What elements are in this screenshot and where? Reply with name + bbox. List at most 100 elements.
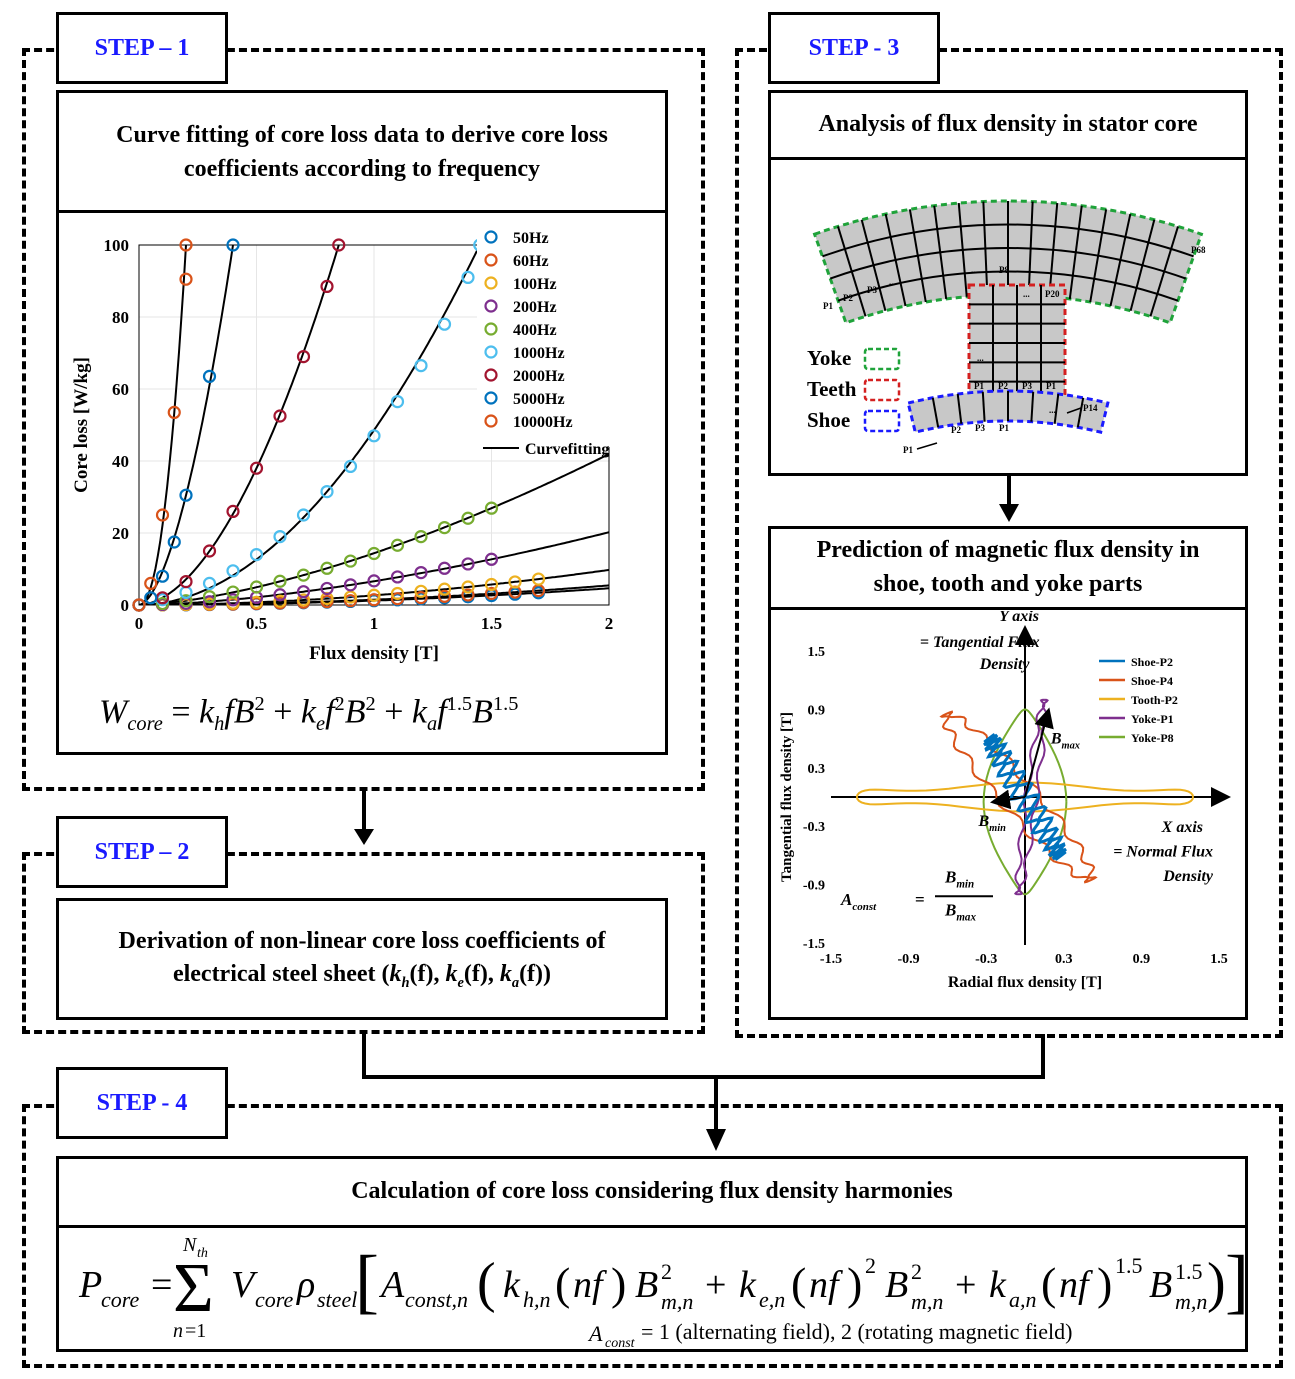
data-point [508,575,522,589]
shoe-label: P2 [951,425,961,435]
x-axis-desc: = Normal Flux [1113,844,1213,861]
shoe-pointer [1066,407,1082,414]
teeth-label: P3 [1022,381,1032,391]
legend-marker [484,368,498,382]
x-tick-label: 0.3 [1055,952,1073,967]
step3-subtitle: Prediction of magnetic flux density in s… [816,537,1200,597]
y-tick-label: 60 [112,380,129,399]
data-point [343,554,358,568]
data-point [461,580,475,594]
data-point [437,589,452,603]
legend-marker [484,345,498,359]
stator-legend-swatch [863,347,901,371]
step2-tag: STEP – 2 [56,816,228,888]
fit-curve [139,245,235,605]
x-tick-label: 1 [370,614,379,633]
stator-legend-label: Yoke [807,346,851,370]
svg-text:m,n: m,n [661,1289,693,1314]
legend-label: 2000Hz [513,368,565,385]
x-tick-label: -0.3 [975,952,997,967]
legend-fit-label: Curvefitting [525,441,609,458]
data-point [226,585,240,599]
stator-legend-label: Shoe [807,408,850,432]
yoke-mesh-arc [829,247,1187,280]
legend-marker [484,414,498,428]
svg-text:V: V [231,1264,258,1306]
data-point [226,238,240,252]
yoke-mesh-arc [837,270,1179,302]
data-point [461,588,475,602]
data-point [179,488,193,502]
svg-text:core: core [255,1287,294,1312]
svg-text:P: P [78,1264,102,1306]
aconst-equals: = [915,890,925,909]
data-point [132,598,146,612]
step4-frame [22,1104,1283,1368]
svg-text:]: ] [1225,1241,1245,1321]
yoke-mesh-arc [822,223,1194,258]
svg-text:): ) [1207,1252,1226,1314]
data-point [202,369,217,383]
svg-text:ρ: ρ [296,1264,315,1306]
svg-text:B: B [885,1264,908,1306]
step2-title: Derivation of non-linear core loss coeff… [118,927,606,992]
data-point [414,566,428,580]
step4-box: Calculation of core loss considering flu… [56,1156,1248,1352]
data-point [249,595,264,609]
data-point [179,575,193,589]
step4-tag: STEP - 4 [56,1067,228,1139]
shoe-mesh-line [931,397,940,428]
step2-frame [22,852,705,1034]
svg-text:=: = [151,1264,172,1306]
data-point [343,459,358,473]
teeth-label: P1 [1046,381,1056,391]
svg-text:h,n: h,n [523,1287,551,1312]
shoe-label: ... [1049,405,1056,415]
data-point [179,238,193,252]
y-tick-label: 80 [112,308,129,327]
bmin-arrow [990,789,1026,810]
svg-text:a,n: a,n [1009,1287,1037,1312]
data-point [390,538,405,552]
svg-text:A: A [378,1264,405,1306]
step4-formula-note: = 1 (alternating field), 2 (rotating mag… [641,1319,1072,1344]
legend-box [477,225,647,447]
svg-text:+: + [705,1264,726,1306]
svg-text:(: ( [1041,1258,1056,1309]
svg-text:(: ( [477,1252,496,1314]
fit-curve [139,531,609,605]
x-axis-title: X axis [1161,819,1203,836]
x-tick-label: 1.5 [481,614,502,633]
teeth-label: ... [977,353,984,363]
data-point [273,588,287,602]
svg-text:B: B [635,1264,658,1306]
data-point [437,521,452,535]
svg-text:): ) [1097,1258,1112,1309]
x-tick-label: 0 [135,614,144,633]
data-point [273,574,287,588]
svg-text:1.5: 1.5 [1175,1259,1203,1284]
bmin-label: Bmin [977,813,1006,834]
teeth-label: P2 [998,381,1008,391]
svg-text:core: core [101,1287,140,1312]
step3-title: Analysis of flux density in stator core [818,111,1198,138]
stator-legend-swatch [863,378,901,402]
svg-text:(: ( [791,1258,806,1309]
yoke-label: P2 [843,293,853,303]
svg-text:n: n [173,1320,183,1342]
svg-text:(: ( [555,1258,570,1309]
series-tooth-p2 [855,781,1195,813]
shoe-mesh-line [1030,391,1035,422]
y-axis-title: Y axis [999,611,1039,625]
legend-marker [484,230,498,244]
data-point [343,578,358,592]
data-point [167,535,181,549]
y-tick-label: -1.5 [803,937,825,952]
x-tick-label: -1.5 [820,952,842,967]
shoe-label: P3 [975,423,985,433]
svg-text:nf: nf [573,1264,607,1306]
svg-text:[: [ [355,1241,379,1321]
step1-tag: STEP – 1 [56,12,228,84]
data-point [531,572,546,586]
data-point [367,429,381,443]
